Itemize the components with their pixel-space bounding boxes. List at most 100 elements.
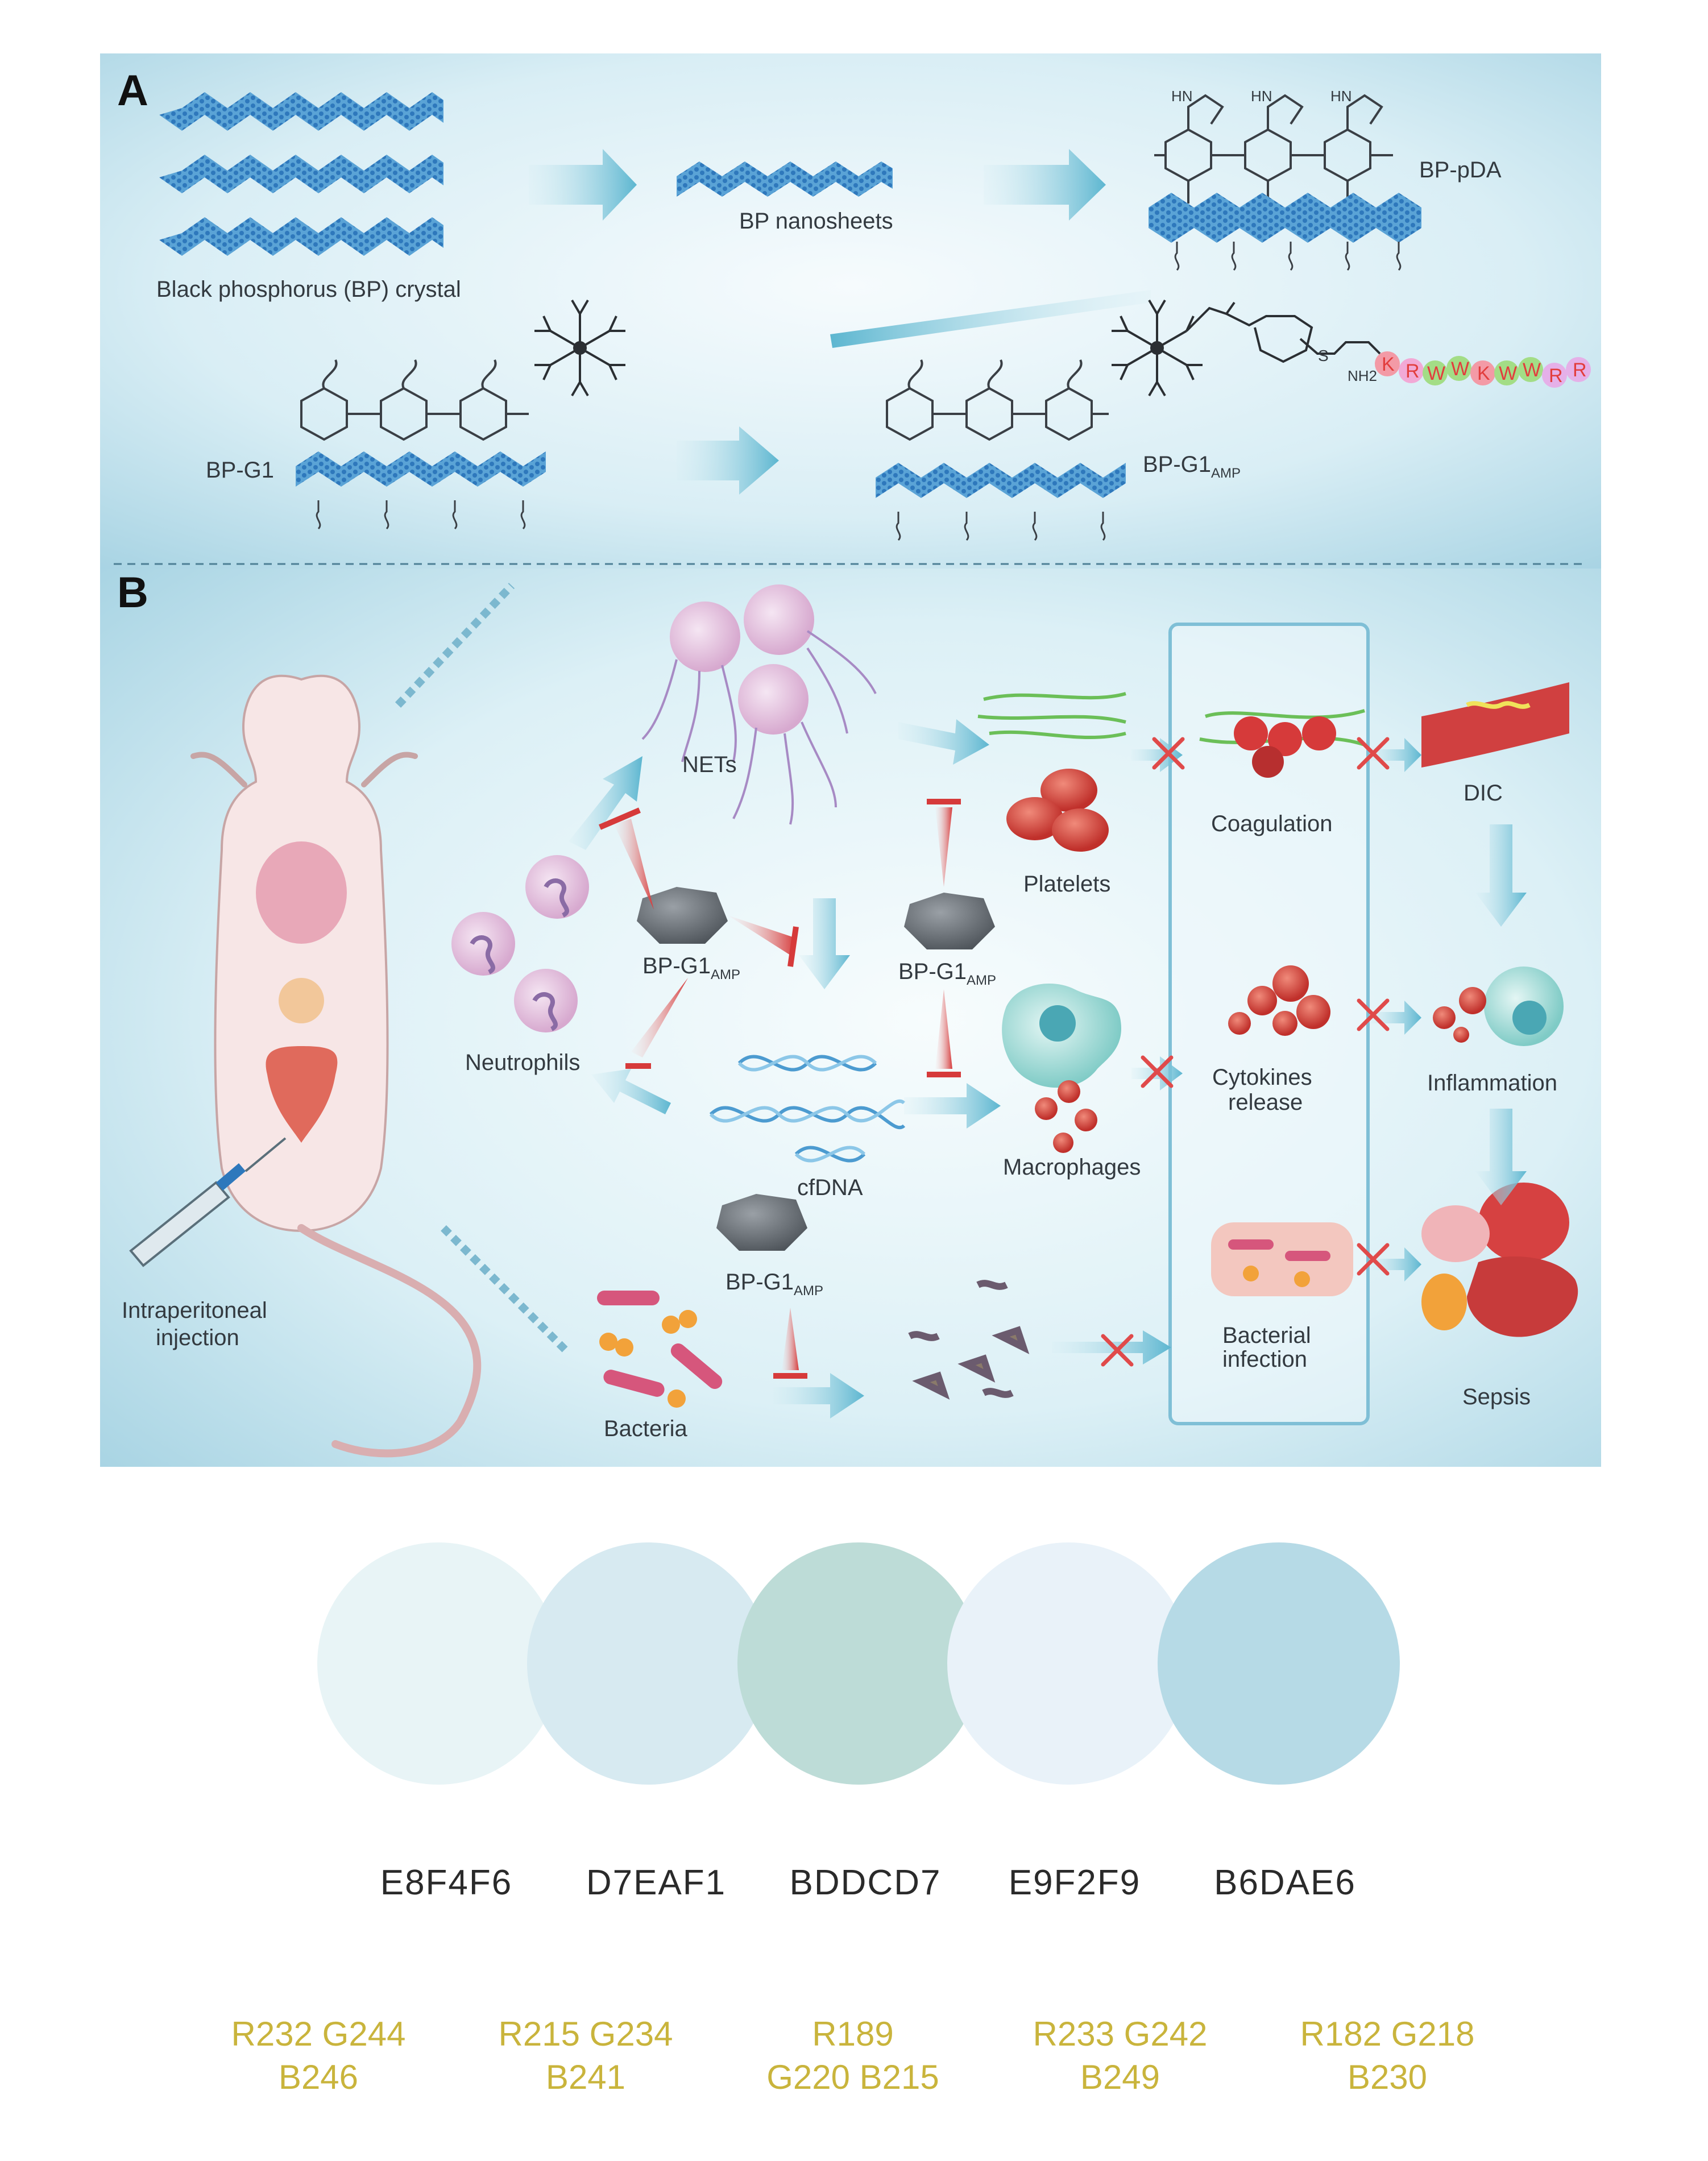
inhibition-arrows — [599, 799, 961, 1379]
aa-4: W — [1451, 358, 1469, 380]
dic-label: DIC — [1464, 781, 1503, 806]
cfdna-illustration — [709, 1055, 906, 1163]
syringe-icon — [129, 1137, 287, 1267]
amp-peptide-sequence: K R W W K W W R R — [1375, 351, 1591, 388]
swatch-4 — [947, 1542, 1189, 1785]
aa-9: R — [1573, 359, 1587, 381]
bp-g1amp-label-1: BP-G1AMP — [642, 953, 740, 982]
bacterial-infection-label-line1: Bacterial — [1222, 1323, 1311, 1348]
arrow-crystal-to-nanosheets — [529, 149, 637, 221]
rgb-label-4: R233 G242 B249 — [1001, 2013, 1239, 2099]
bp-g1-structure — [300, 359, 529, 441]
inflammation-illustration — [1433, 967, 1564, 1046]
macrophages-illustration — [1002, 984, 1121, 1153]
bp-crystal-label: Black phosphorus (BP) crystal — [156, 277, 461, 302]
pda-nh-label-3: HN — [1330, 88, 1352, 105]
pda-lattice-layer — [1149, 193, 1421, 243]
swatch-2 — [527, 1542, 769, 1785]
sepsis-label: Sepsis — [1462, 1384, 1531, 1409]
platelets-label: Platelets — [1023, 872, 1110, 897]
chevron-arrow-bottom — [441, 1225, 571, 1356]
hex-label-4: E9F2F9 — [1008, 1863, 1141, 1902]
aa-5: K — [1477, 363, 1490, 384]
arrow-dic-to-inflammation — [1475, 824, 1527, 927]
nets-label: NETs — [682, 752, 737, 777]
rgb-4-line2: B249 — [1080, 2058, 1160, 2096]
bp-nanosheet-illustration — [677, 161, 893, 197]
macrophages-label: Macrophages — [1003, 1155, 1141, 1180]
aa-6: W — [1499, 363, 1517, 384]
neutrophils-illustration — [451, 855, 589, 1032]
cytokines-illustration — [1228, 965, 1330, 1036]
dendrimer-amp-icon — [1112, 299, 1381, 397]
aa-2: R — [1406, 360, 1420, 382]
g1amp-bottom-linkers — [896, 512, 1106, 541]
bp-crystal-illustration — [159, 92, 443, 256]
bacteria-label: Bacteria — [604, 1416, 687, 1441]
g1-bottom-linkers — [316, 500, 526, 530]
arrow-neutrophils-to-nets — [569, 756, 642, 850]
rgb-5-line1: R182 G218 — [1300, 2015, 1475, 2053]
neutrophils-label: Neutrophils — [465, 1050, 580, 1075]
rgb-label-5: R182 G218 B230 — [1268, 2013, 1507, 2099]
hex-label-2: D7EAF1 — [586, 1863, 727, 1902]
coagulation-illustration — [1199, 709, 1365, 778]
swatch-1 — [317, 1542, 559, 1785]
g1-lattice-layer — [296, 451, 546, 487]
injection-label-line2: injection — [156, 1325, 239, 1350]
nets-illustration — [641, 584, 877, 825]
rgb-3-line1: R189 — [812, 2015, 894, 2053]
bp-g1amp-flake-2 — [904, 893, 995, 949]
hex-label-3: BDDCD7 — [789, 1863, 942, 1902]
dendrimer-icon — [534, 299, 625, 397]
panel-b-letter: B — [117, 569, 148, 617]
rgb-1-line1: R232 G244 — [231, 2015, 406, 2053]
cytokines-label-line1: Cytokines — [1212, 1065, 1312, 1090]
mouse-illustration — [190, 674, 482, 1458]
bp-g1-label: BP-G1 — [206, 458, 274, 483]
aa-8: R — [1549, 365, 1563, 387]
arrow-bacteria-to-debris — [773, 1373, 864, 1418]
rgb-2-line2: B241 — [545, 2058, 626, 2096]
sepsis-illustration — [1421, 1183, 1578, 1337]
rgb-2-line1: R215 G234 — [498, 2015, 673, 2053]
rgb-4-line1: R233 G242 — [1033, 2015, 1208, 2053]
pda-nh-label-2: HN — [1251, 88, 1272, 105]
panel-a-background — [100, 53, 1601, 569]
block-x-marks — [1101, 737, 1390, 1367]
rgb-label-1: R232 G244 B246 — [199, 2013, 438, 2099]
inflammation-label: Inflammation — [1427, 1071, 1557, 1096]
bp-g1amp-structure — [886, 359, 1109, 441]
arrow-platelets-to-coag — [1131, 738, 1183, 772]
arrow-coag-to-dic — [1369, 738, 1421, 772]
bacterial-infection-label-line2: infection — [1222, 1347, 1307, 1372]
aa-7: W — [1523, 359, 1541, 381]
bp-g1amp-flake-3 — [716, 1194, 807, 1251]
aa-3: W — [1427, 363, 1445, 384]
bacterial-infection-illustration — [1211, 1222, 1353, 1296]
rgb-5-line2: B230 — [1347, 2058, 1428, 2096]
panel-a-letter: A — [117, 67, 148, 115]
bp-g1amp-flake-1 — [637, 887, 728, 944]
rgb-label-2: R215 G234 B241 — [466, 2013, 705, 2099]
arrow-nets-to-platelets — [898, 719, 989, 765]
cytokines-label-line2: release — [1228, 1090, 1303, 1115]
injection-label-line1: Intraperitoneal — [122, 1298, 267, 1323]
bp-g1amp-label-3: BP-G1AMP — [726, 1270, 823, 1299]
swatch-3 — [737, 1542, 980, 1785]
rgb-label-3: R189 G220 B215 — [733, 2013, 972, 2099]
cfdna-label: cfDNA — [797, 1175, 863, 1200]
arrow-cfdna-to-macrophages — [904, 1083, 1001, 1129]
bp-g1amp-label: BP-G1AMP — [1143, 452, 1241, 481]
hex-label-5: B6DAE6 — [1214, 1863, 1356, 1902]
rgb-1-line2: B246 — [278, 2058, 359, 2096]
rgb-3-line2: G220 B215 — [766, 2058, 939, 2096]
arrow-nanosheets-to-pda — [984, 149, 1106, 221]
bacteria-illustration — [597, 1291, 723, 1408]
arrow-pda-to-g1 — [830, 290, 1151, 348]
arrow-neutrophils-to-cfdna — [591, 1069, 671, 1114]
bp-nanosheets-label: BP nanosheets — [739, 209, 893, 234]
arrow-inflammation-to-sepsis — [1475, 1109, 1527, 1205]
arrow-debris-to-infection — [1052, 1330, 1171, 1364]
swatch-5 — [1158, 1542, 1400, 1785]
